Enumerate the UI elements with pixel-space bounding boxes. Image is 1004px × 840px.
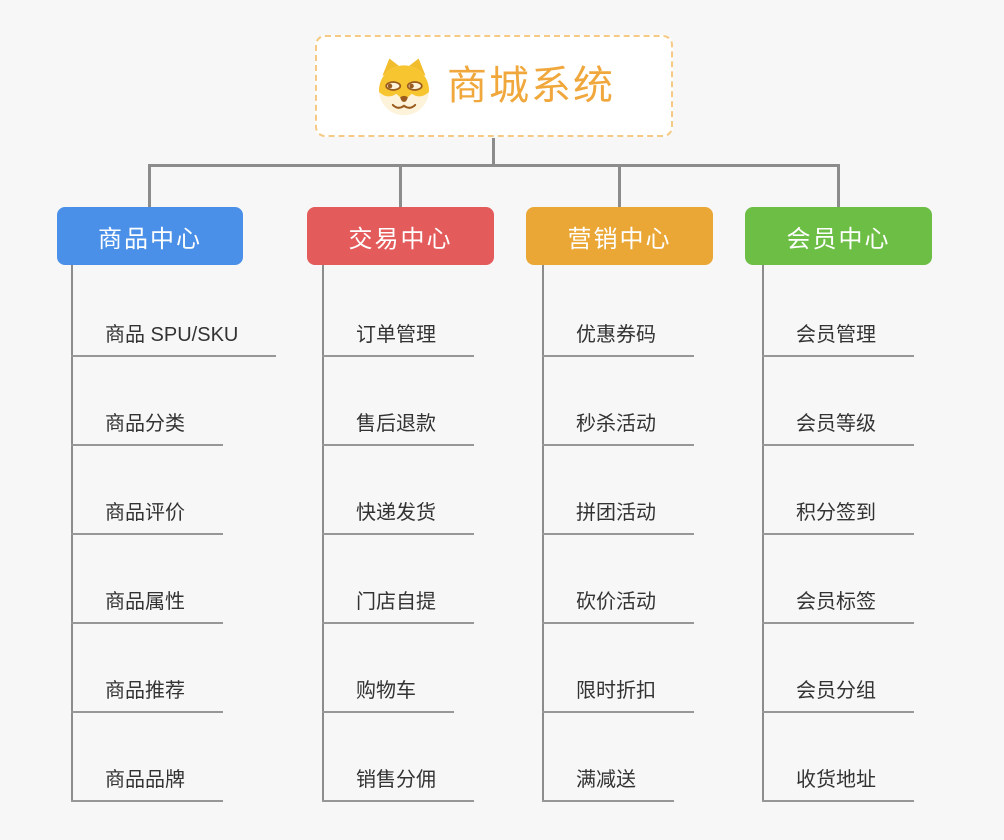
leaf-node[interactable]: 商品品牌 xyxy=(71,766,223,802)
leaf-node[interactable]: 满减送 xyxy=(542,766,674,802)
leaf-node[interactable]: 优惠券码 xyxy=(542,321,694,357)
leaf-node[interactable]: 销售分佣 xyxy=(322,766,474,802)
leaf-node[interactable]: 会员等级 xyxy=(762,410,914,446)
leaf-node[interactable]: 快递发货 xyxy=(322,499,474,535)
leaf-node[interactable]: 订单管理 xyxy=(322,321,474,357)
root-title: 商城系统 xyxy=(447,64,615,108)
connector-line xyxy=(837,164,840,207)
branch-node-trade-center[interactable]: 交易中心 xyxy=(307,207,494,265)
leaf-node[interactable]: 售后退款 xyxy=(322,410,474,446)
leaf-node[interactable]: 拼团活动 xyxy=(542,499,694,535)
leaf-node[interactable]: 会员管理 xyxy=(762,321,914,357)
leaf-node[interactable]: 门店自提 xyxy=(322,588,474,624)
leaf-node[interactable]: 限时折扣 xyxy=(542,677,694,713)
leaf-node[interactable]: 积分签到 xyxy=(762,499,914,535)
leaf-node[interactable]: 收货地址 xyxy=(762,766,914,802)
leaf-node[interactable]: 商品 SPU/SKU xyxy=(71,321,277,357)
leaf-node[interactable]: 商品推荐 xyxy=(71,677,223,713)
root-node[interactable]: 商城系统 xyxy=(315,35,673,137)
leaf-node[interactable]: 会员分组 xyxy=(762,677,914,713)
leaf-node[interactable]: 商品属性 xyxy=(71,588,223,624)
leaf-node[interactable]: 商品分类 xyxy=(71,410,223,446)
branch-node-member-center[interactable]: 会员中心 xyxy=(745,207,932,265)
dog-face-icon xyxy=(373,55,435,117)
branch-node-product-center[interactable]: 商品中心 xyxy=(57,207,243,265)
connector-line xyxy=(148,164,151,207)
leaf-node[interactable]: 商品评价 xyxy=(71,499,223,535)
connector-line xyxy=(492,138,495,164)
leaf-node[interactable]: 会员标签 xyxy=(762,588,914,624)
leaf-node[interactable]: 秒杀活动 xyxy=(542,410,694,446)
branch-node-marketing-center[interactable]: 营销中心 xyxy=(526,207,713,265)
connector-line xyxy=(148,164,840,167)
connector-line xyxy=(399,164,402,207)
connector-line xyxy=(618,164,621,207)
leaf-node[interactable]: 砍价活动 xyxy=(542,588,694,624)
leaf-node[interactable]: 购物车 xyxy=(322,677,454,713)
